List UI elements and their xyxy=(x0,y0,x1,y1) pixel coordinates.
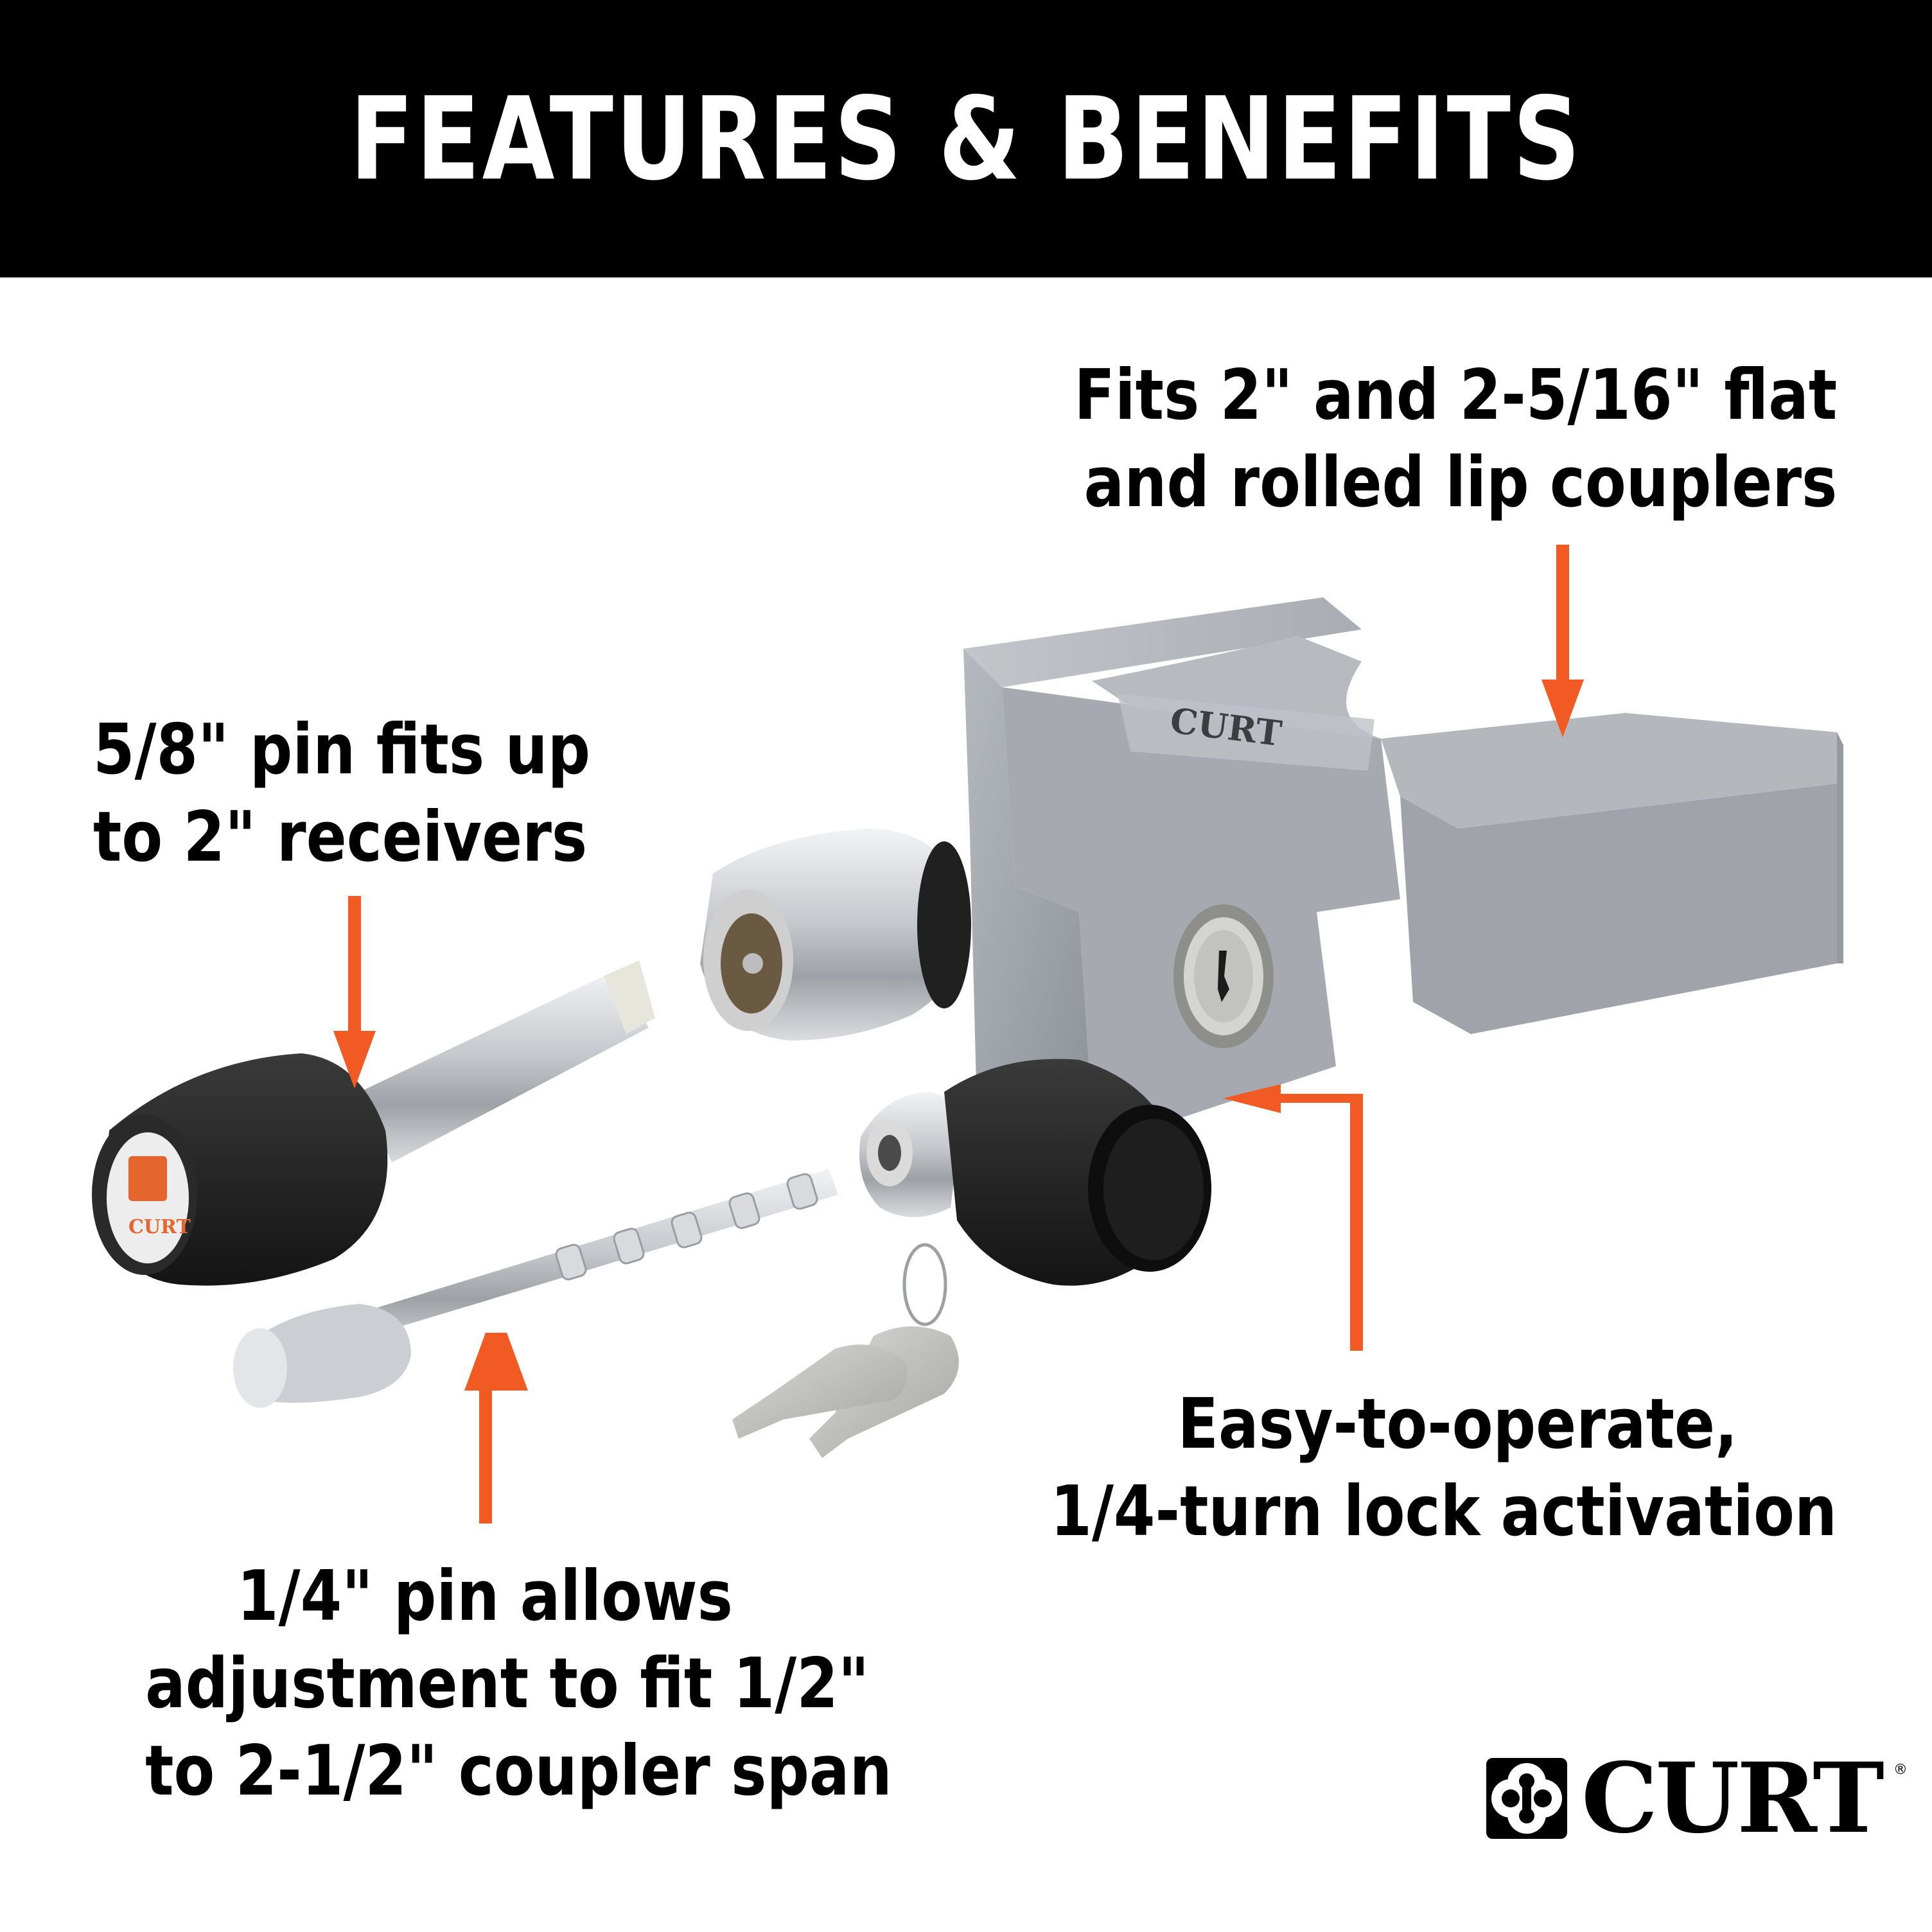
callout-line: and rolled lip couplers xyxy=(1084,443,1837,523)
coupler-pin xyxy=(233,1169,838,1408)
curt-emblem-icon xyxy=(1486,1758,1567,1839)
registered-mark: ® xyxy=(1893,1762,1908,1778)
curt-emblem-icon xyxy=(128,1156,167,1201)
callout-line: Easy-to-operate, xyxy=(1177,1384,1738,1464)
callout-line: Fits 2" and 2-5/16" flat xyxy=(1074,355,1837,435)
arrow-down-receiver-icon xyxy=(333,1031,376,1089)
keys xyxy=(732,1243,959,1458)
arrow-up-pin-icon xyxy=(464,1333,528,1391)
quarter-turn-lock-head xyxy=(859,1058,1211,1286)
arrow-down-coupler-shaft xyxy=(1556,545,1569,683)
callout-line: 1/4" pin allows xyxy=(237,1556,733,1637)
receiver-lock-head xyxy=(700,829,971,1041)
callout-line: 1/4-turn lock activation xyxy=(1050,1471,1837,1552)
arrow-left-lock-icon xyxy=(1223,1084,1281,1113)
arrow-elbow-shaft xyxy=(1350,1094,1363,1351)
callout-adjustable-pin: 1/4" pin allows adjustment to fit 1/2" t… xyxy=(145,1553,892,1815)
arrow-down-receiver-shaft xyxy=(348,896,361,1034)
callout-line: to 2-1/2" coupler span xyxy=(145,1731,892,1811)
arrow-down-coupler-icon xyxy=(1541,680,1584,737)
callout-receiver-pin: 5/8" pin fits up to 2" receivers xyxy=(93,707,590,881)
callout-line: to 2" receivers xyxy=(93,797,588,877)
brand-logo: CURT ® xyxy=(1485,1750,1908,1847)
arrow-up-pin-shaft xyxy=(479,1387,492,1524)
coupler-lock-body: CURT xyxy=(963,597,1843,1130)
callout-line: 5/8" pin fits up xyxy=(93,710,591,790)
callout-coupler-fit: Fits 2" and 2-5/16" flat and rolled lip … xyxy=(1074,352,1837,527)
page-title: FEATURES & BENEFITS xyxy=(349,72,1583,206)
callout-quarter-turn: Easy-to-operate, 1/4-turn lock activatio… xyxy=(1050,1381,1837,1556)
brand-wordmark: CURT xyxy=(1581,1742,1884,1855)
callout-arrows xyxy=(333,545,1584,1524)
svg-text:CURT: CURT xyxy=(128,1216,191,1238)
receiver-pin: CURT xyxy=(92,960,655,1286)
header-band: FEATURES & BENEFITS xyxy=(0,0,1932,277)
callout-line: adjustment to fit 1/2" xyxy=(145,1644,870,1724)
